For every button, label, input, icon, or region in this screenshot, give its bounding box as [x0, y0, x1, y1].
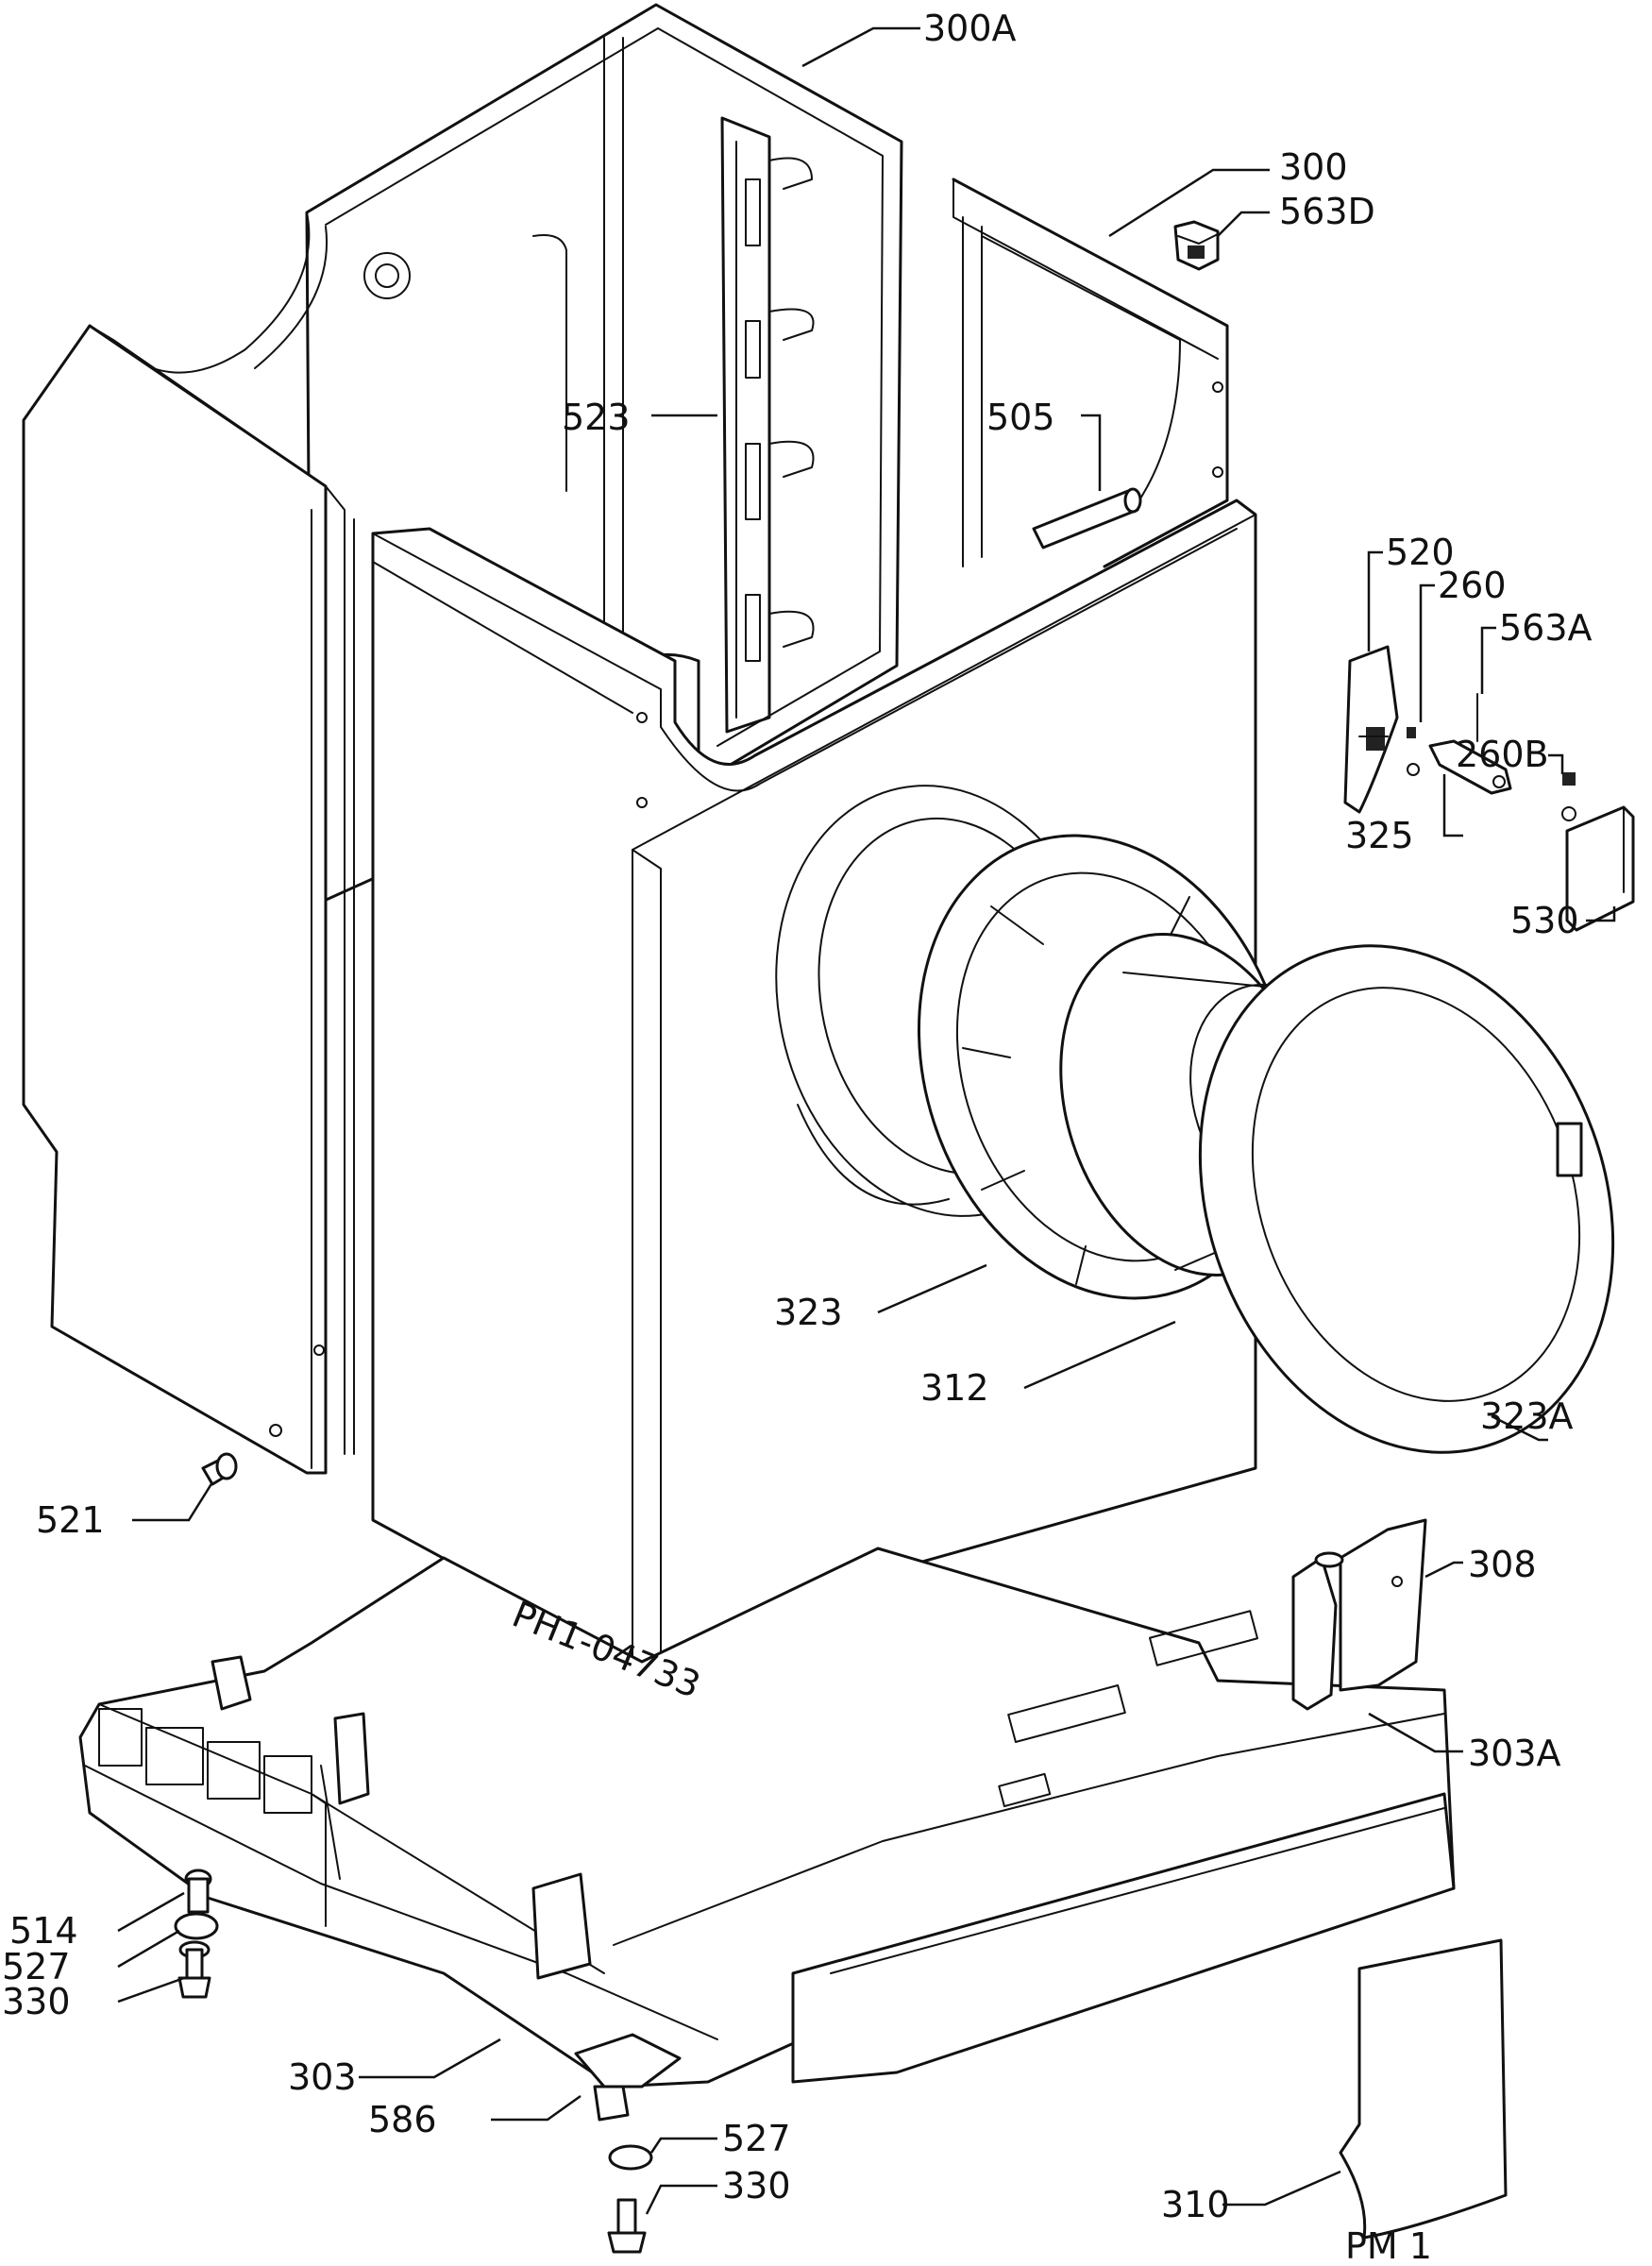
label-300a: 300A	[923, 8, 1017, 49]
latch-520	[1343, 645, 1399, 814]
label-527-left: 527	[2, 1946, 71, 1987]
label-563a: 563A	[1499, 607, 1593, 649]
part-labels: 300A 300 563D 523 505 520 260 563A 260B …	[2, 8, 1593, 2266]
base-frame-303	[78, 1547, 1456, 2088]
screw-521	[201, 1452, 238, 1486]
part-563d	[1173, 220, 1220, 271]
lever-325	[1428, 739, 1512, 795]
label-303: 303	[288, 2056, 357, 2098]
label-563d: 563D	[1279, 191, 1375, 232]
label-308: 308	[1468, 1544, 1537, 1585]
hook-530	[1565, 805, 1635, 932]
tube-505	[1032, 487, 1142, 550]
label-260: 260	[1438, 565, 1507, 606]
label-312: 312	[920, 1367, 989, 1409]
label-520: 520	[1386, 532, 1455, 573]
plinth-panel	[791, 1792, 1456, 2084]
label-521: 521	[36, 1499, 105, 1541]
label-530: 530	[1510, 900, 1579, 941]
label-303a: 303A	[1468, 1733, 1561, 1774]
label-260b: 260B	[1456, 734, 1549, 775]
right-frame-300	[952, 178, 1229, 568]
foot-left	[174, 1869, 219, 1999]
label-586: 586	[368, 2099, 437, 2140]
label-505: 505	[986, 397, 1055, 438]
hinge-308	[1291, 1518, 1427, 1711]
label-310: 310	[1161, 2184, 1230, 2225]
label-323: 323	[774, 1292, 843, 1333]
label-323a: 323A	[1480, 1395, 1574, 1437]
sheet-label: PM 1	[1345, 2225, 1432, 2266]
label-514: 514	[9, 1910, 78, 1952]
label-330-left: 330	[2, 1981, 71, 2022]
leader-lines	[117, 26, 1616, 2215]
label-300: 300	[1279, 146, 1348, 188]
spring-260	[1407, 727, 1420, 776]
mounting-bracket-523	[720, 116, 815, 734]
left-side-panel	[22, 324, 355, 1475]
label-330-center: 330	[722, 2165, 791, 2207]
label-325: 325	[1345, 815, 1414, 856]
outer-door-ring-323a	[1198, 944, 1615, 1454]
spring-260b	[1561, 772, 1576, 821]
service-flap-310	[1339, 1938, 1508, 2240]
foot-center	[574, 2033, 682, 2254]
label-527-center: 527	[722, 2118, 791, 2159]
label-523: 523	[562, 397, 631, 438]
